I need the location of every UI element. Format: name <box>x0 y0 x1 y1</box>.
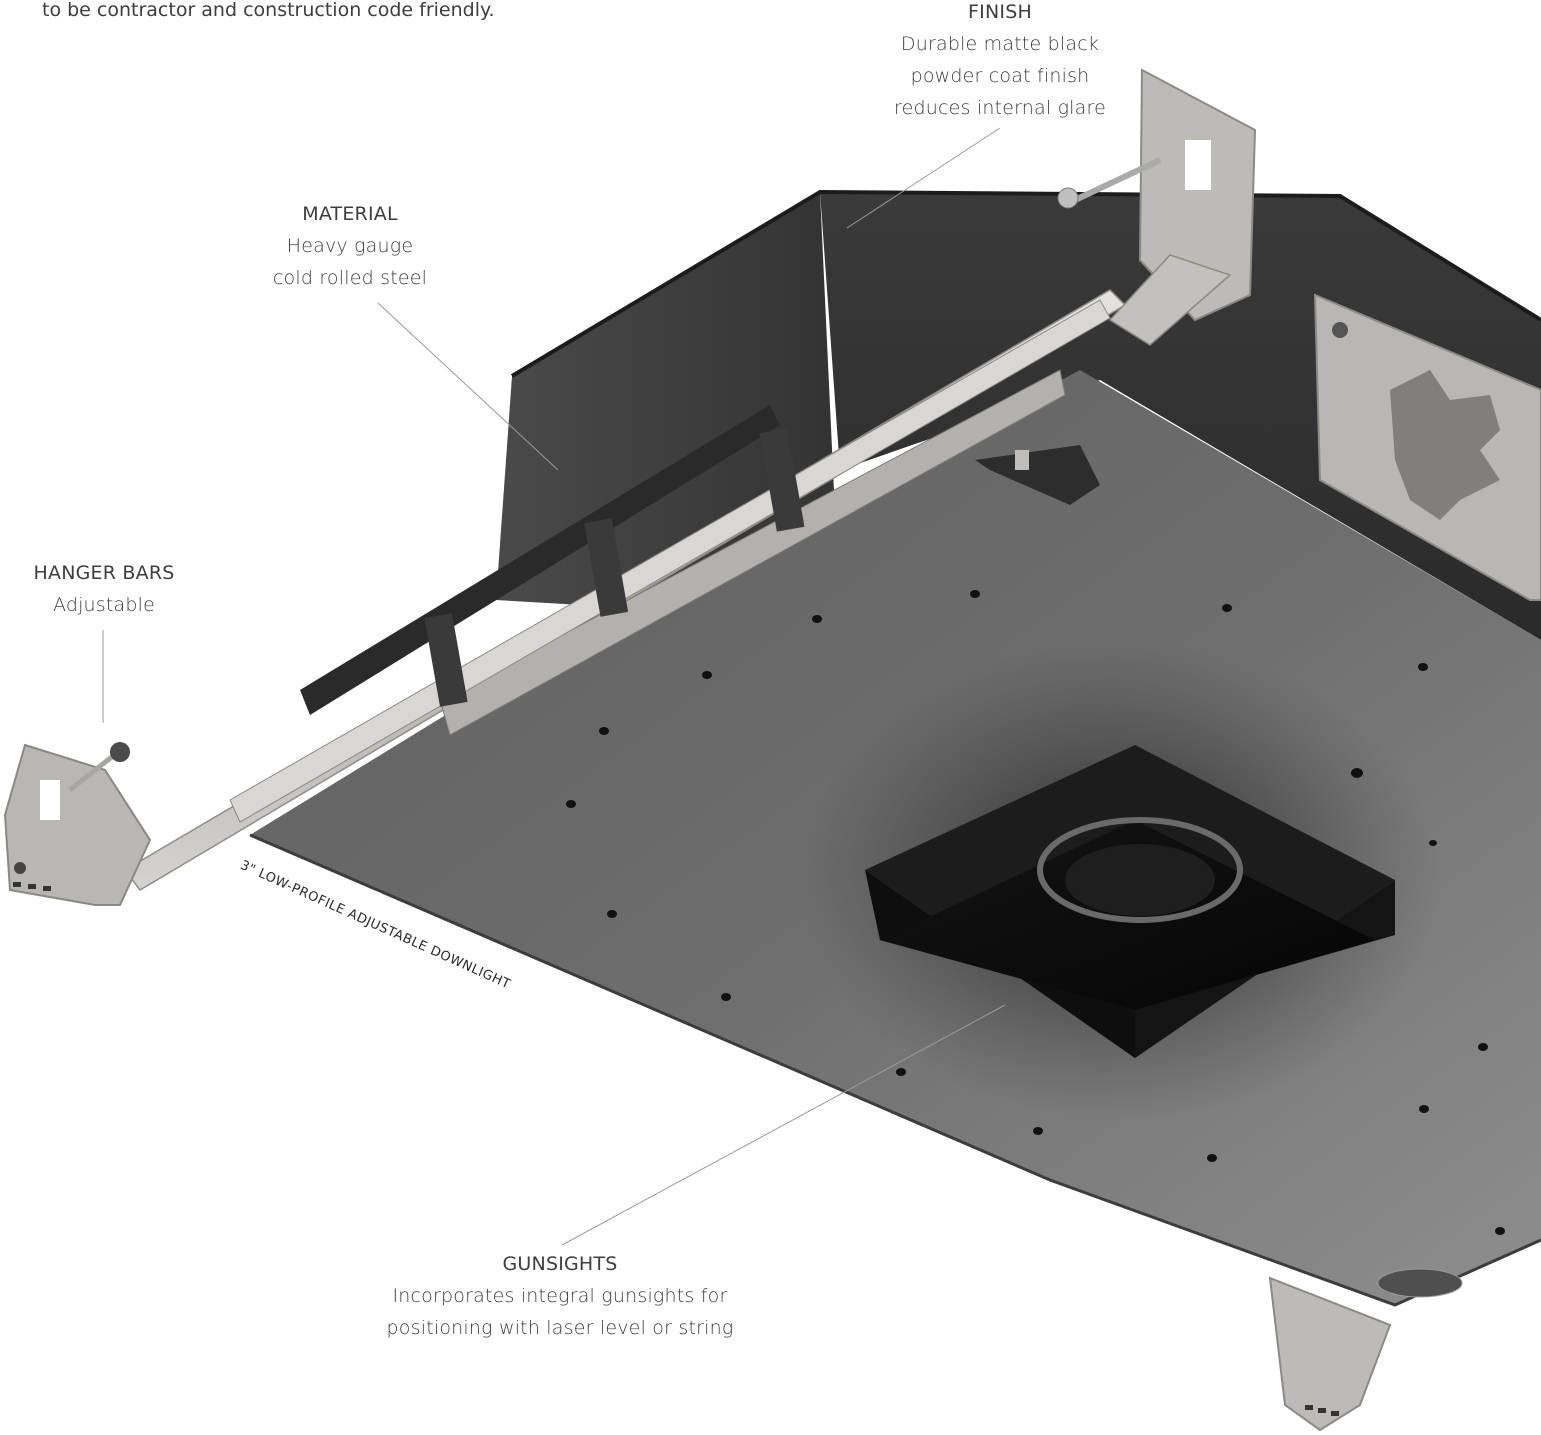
finish-line-3: reduces internal glare <box>893 97 1106 119</box>
material-title: MATERIAL <box>302 203 398 225</box>
gunsights-title: GUNSIGHTS <box>502 1253 618 1275</box>
left-hanger-bracket <box>3 742 152 906</box>
housing-back-face <box>820 192 1541 640</box>
leader-lines <box>102 127 1006 1246</box>
material-line-2: cold rolled steel <box>272 267 428 289</box>
bottom-right-bracket <box>1268 1268 1463 1432</box>
intro-text: to be contractor and construction code f… <box>42 0 495 21</box>
finish-callout: FINISH Durable matte black powder coat f… <box>860 0 1140 124</box>
mounting-holes <box>566 590 1505 1235</box>
material-leader <box>377 302 559 471</box>
hanger-bars-line-1: Adjustable <box>52 594 156 616</box>
material-callout: MATERIAL Heavy gauge cold rolled steel <box>230 198 470 294</box>
material-line-1: Heavy gauge <box>286 235 414 257</box>
gunsights-leader <box>561 1004 1006 1246</box>
finish-title: FINISH <box>968 1 1032 23</box>
hanger-bar-assembly <box>123 289 1127 891</box>
finish-line-1: Durable matte black <box>900 33 1100 55</box>
finish-leader <box>846 127 1001 229</box>
right-hanger-bracket <box>1057 68 1257 346</box>
hanger-bars-callout: HANGER BARS Adjustable <box>0 557 208 621</box>
housing-rim <box>510 189 1541 378</box>
gunsights-line-2: positioning with laser level or string <box>386 1317 734 1339</box>
gunsights-callout: GUNSIGHTS Incorporates integral gunsight… <box>360 1248 760 1344</box>
gunsights-line-1: Incorporates integral gunsights for <box>392 1285 728 1307</box>
hanger-bars-title: HANGER BARS <box>33 562 175 584</box>
finish-line-2: powder coat finish <box>910 65 1090 87</box>
